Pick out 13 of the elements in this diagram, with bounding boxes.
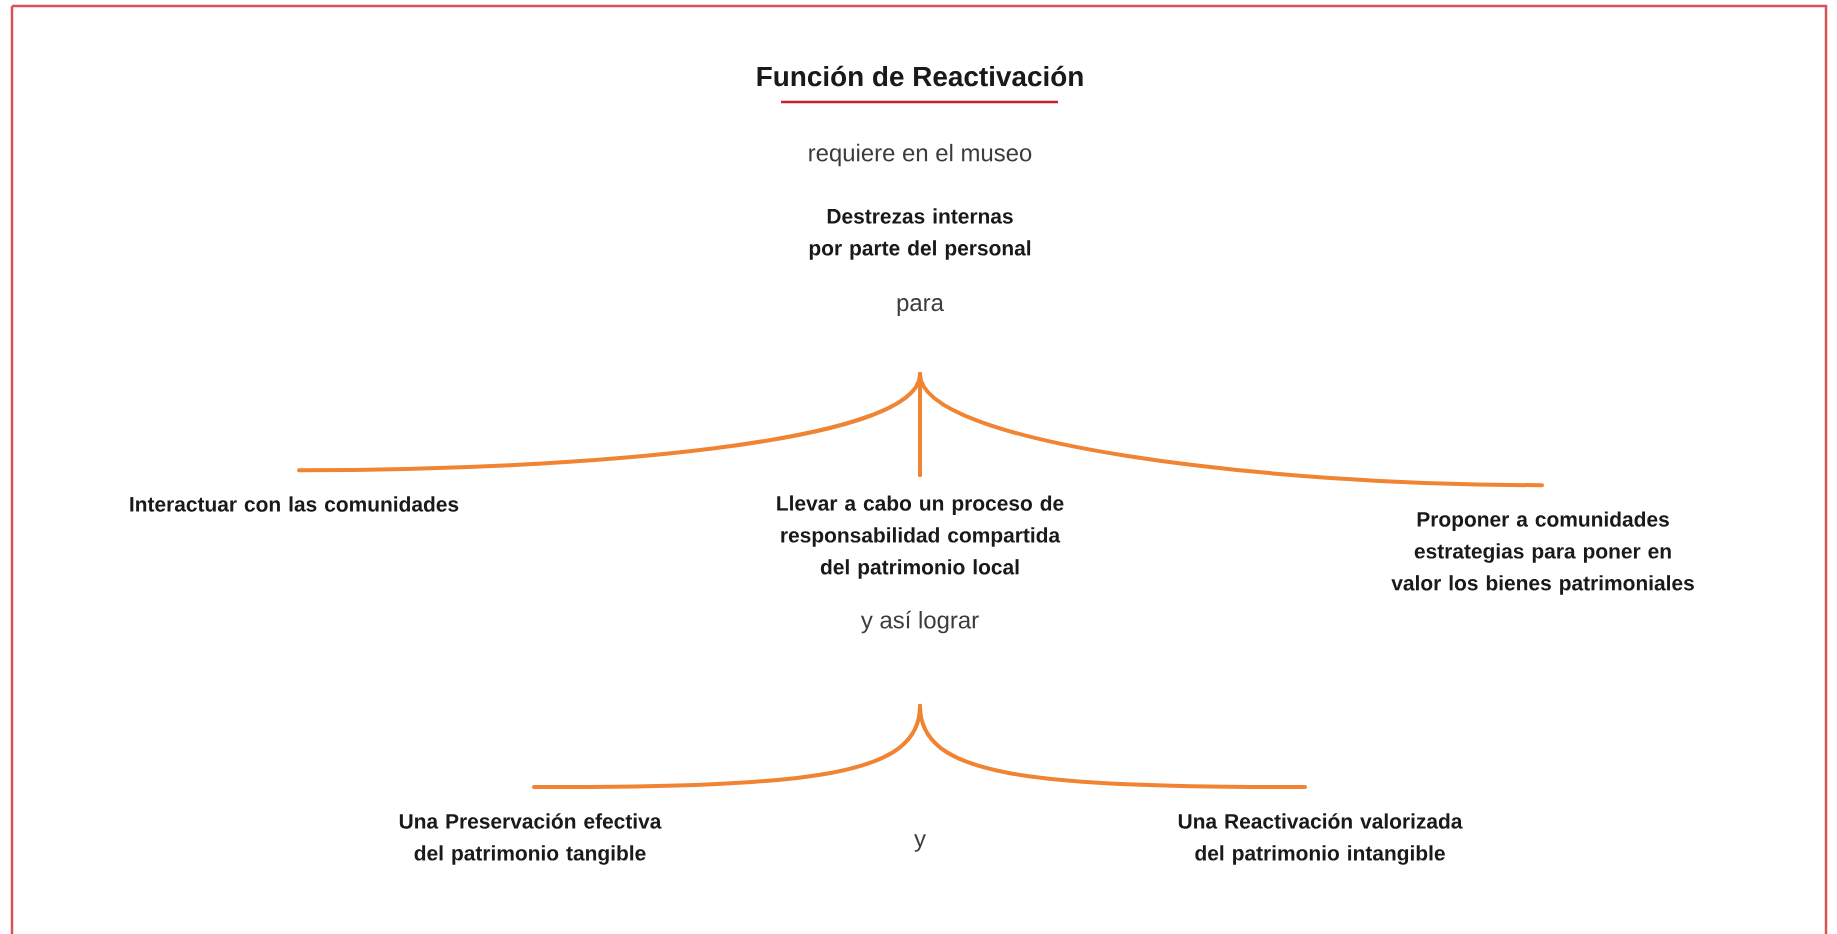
branch-line (918, 703, 1307, 789)
node-text: Interactuar con las comunidades (130, 496, 459, 512)
connector-text: requiere en el museo (809, 143, 1032, 167)
connector-text: y así lograr (860, 610, 979, 634)
node-text: Una Preservación efectiva del patrimonio tangible (399, 813, 662, 865)
node-text: Llevar a cabo un proceso de responsabilidad compartida del patrimonio local (777, 495, 1064, 579)
connector-text: y (914, 834, 926, 852)
branch-line (918, 371, 1544, 488)
title: Función de Reactivación (757, 65, 1083, 87)
node-text: Una Reactivación valorizada del patrimonio intangible (1178, 813, 1463, 865)
node-text: Proponer a comunidades estrategias para poner en valor los bienes patrimoniales (1391, 511, 1694, 595)
node-text: Destrezas internas por parte del personal (809, 208, 1031, 260)
connector-text: para (897, 298, 944, 316)
